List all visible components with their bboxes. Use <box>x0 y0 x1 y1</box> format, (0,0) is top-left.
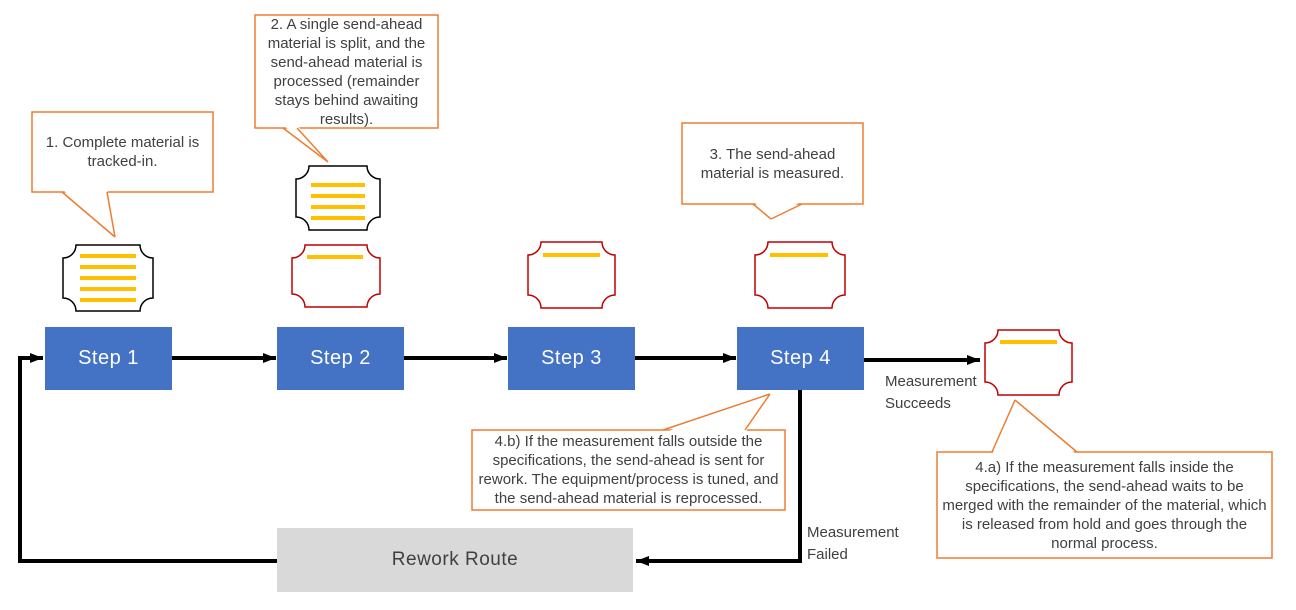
arrow-step4-rework-failed <box>636 389 802 566</box>
callout-step4-outside-text: 4.b) If the measurement falls outside th… <box>478 433 779 507</box>
step-1-box: Step 1 <box>45 327 172 390</box>
send-ahead-material-icon-step2 <box>291 244 381 308</box>
measurement-failed-label: Measurement Failed <box>807 524 899 563</box>
plaque-shape <box>754 241 846 309</box>
callout-bubble-step4-outside <box>471 393 786 511</box>
remainder-material-icon <box>295 165 381 231</box>
send-ahead-material-icon-succeeded <box>984 329 1073 396</box>
step-4-box: Step 4 <box>737 327 864 390</box>
callout-bubble-step2 <box>254 14 439 163</box>
arrow-rework-loop-step1 <box>18 353 277 563</box>
rework-route-box: Rework Route <box>277 528 633 592</box>
callout-bubble-step3 <box>681 122 864 220</box>
material-lines <box>80 254 136 302</box>
plaque-shape <box>291 244 381 308</box>
step-2-box: Step 2 <box>277 327 404 390</box>
callout-bubble-step1 <box>31 111 214 238</box>
plaque-shape <box>527 241 616 309</box>
plaque-shape <box>984 329 1073 396</box>
send-ahead-material-icon-step4 <box>754 241 846 309</box>
callout-step2-text: 2. A single send-ahead material is split… <box>267 15 426 128</box>
callout-step1-text: 1. Complete material is tracked-in. <box>45 134 200 170</box>
callout-step3-text: 3. The send-ahead material is measured. <box>700 145 845 182</box>
flow-connectors <box>18 353 980 566</box>
callout-bubble-step4-inside <box>936 399 1273 559</box>
step-3-box: Step 3 <box>508 327 635 390</box>
send-ahead-material-icon-step3 <box>527 241 616 309</box>
callout-step4-inside-text: 4.a) If the measurement falls inside the… <box>942 458 1267 552</box>
material-lines <box>311 183 365 220</box>
complete-material-icon <box>62 244 154 312</box>
measurement-succeeds-label: Measurement Succeeds <box>885 373 977 412</box>
